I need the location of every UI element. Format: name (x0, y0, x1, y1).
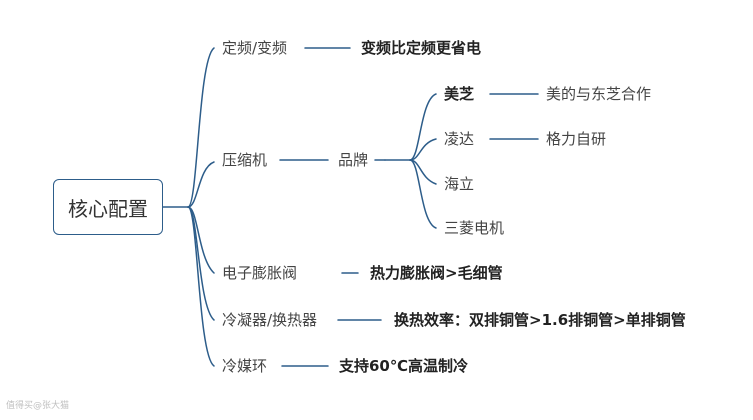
branch-valve-note[interactable]: 热力膨胀阀>毛细管 (370, 264, 503, 282)
branch-exchanger-label[interactable]: 冷凝器/换热器 (222, 311, 318, 329)
branch-compressor-label[interactable]: 压缩机 (222, 151, 268, 169)
brand-lingda-note[interactable]: 格力自研 (546, 130, 607, 148)
compressor-brand-node[interactable]: 品牌 (338, 151, 369, 169)
brand-mitsubishi[interactable]: 三菱电机 (444, 219, 505, 237)
brand-haili[interactable]: 海立 (444, 175, 475, 193)
branch-exchanger-note[interactable]: 换热效率：双排铜管>1.6排铜管>单排铜管 (394, 311, 686, 329)
watermark: 值得买@张大猫 (6, 401, 70, 411)
branch-valve-label[interactable]: 电子膨胀阀 (222, 264, 298, 282)
brand-lingda[interactable]: 凌达 (444, 130, 475, 148)
branch-refrigerant-note[interactable]: 支持60℃高温制冷 (339, 357, 469, 375)
brand-meizhi-note[interactable]: 美的与东芝合作 (546, 85, 652, 103)
branch-freq-note[interactable]: 变频比定频更省电 (361, 39, 482, 57)
brand-meizhi[interactable]: 美芝 (444, 85, 475, 103)
branch-refrigerant-label[interactable]: 冷媒环 (222, 357, 268, 375)
branch-freq-label[interactable]: 定频/变频 (222, 39, 288, 57)
root-node[interactable]: 核心配置 (53, 179, 163, 235)
